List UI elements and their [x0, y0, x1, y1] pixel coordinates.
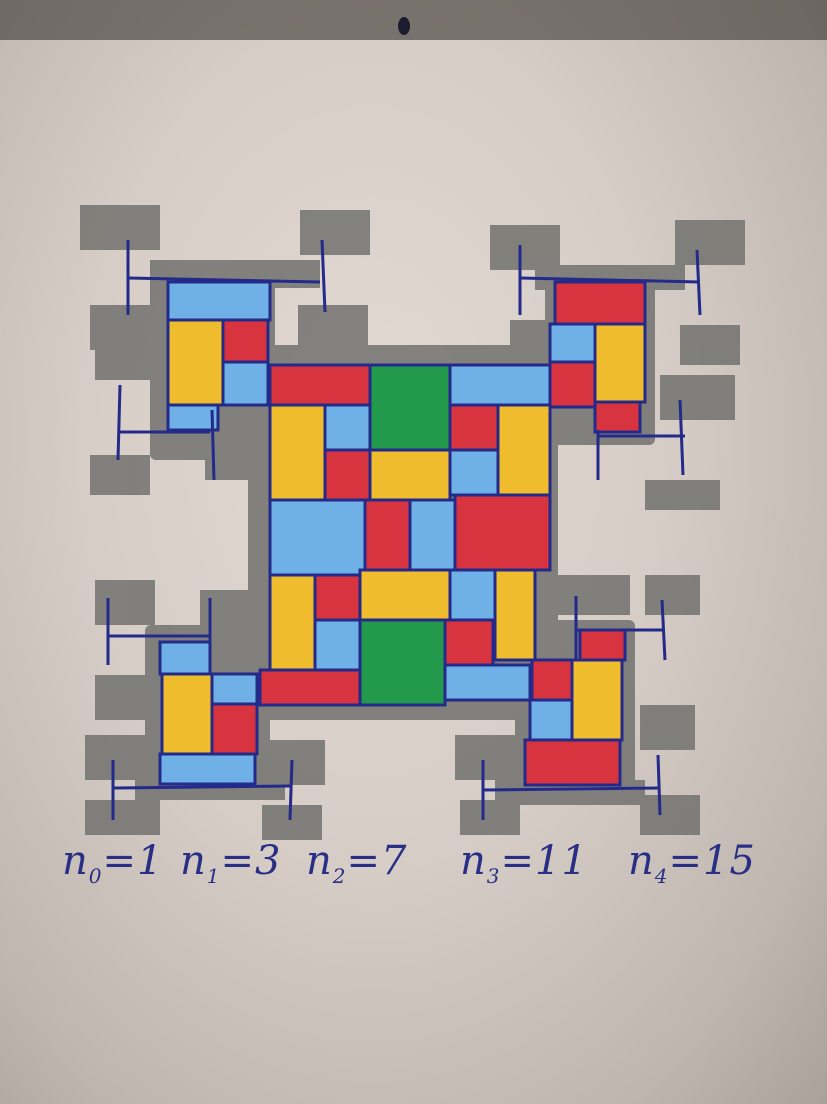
tile-43	[523, 738, 622, 787]
tile-31	[593, 322, 647, 404]
tile-17	[408, 498, 457, 572]
tile-22	[358, 568, 452, 622]
label-n2: n2=7	[306, 838, 408, 888]
tile-9	[323, 403, 372, 452]
tile-20	[313, 573, 362, 622]
tile-18	[453, 493, 552, 572]
label-n0: n0=1	[62, 838, 164, 888]
tile-23	[448, 568, 497, 622]
tile-13	[496, 403, 552, 497]
tile-4	[166, 403, 220, 432]
label-n1: n1=3	[180, 838, 282, 888]
top-shadow	[0, 0, 827, 40]
tile-3	[221, 360, 270, 407]
tile-24	[493, 568, 537, 662]
label-n4: n4=15	[628, 838, 756, 888]
tile-5	[268, 363, 372, 407]
tile-1	[166, 318, 225, 407]
tile-7	[448, 363, 552, 407]
colored-tiles	[158, 280, 647, 787]
tile-34	[158, 640, 212, 676]
tile-29	[553, 280, 647, 326]
tile-0	[166, 280, 272, 322]
tile-16	[363, 498, 412, 572]
tile-40	[530, 658, 574, 702]
tile-21	[313, 618, 362, 672]
tile-41	[570, 658, 624, 742]
tile-12	[448, 403, 500, 452]
tile-36	[210, 672, 259, 706]
ink-dot	[398, 17, 410, 35]
tile-30	[548, 322, 597, 364]
ink-h-tree-lines	[106, 239, 702, 821]
tile-37	[210, 702, 259, 756]
tile-25	[358, 618, 447, 707]
sequence-labels: n0=1 n1=3 n2=7 n3=11 n4=15	[0, 838, 827, 918]
tile-19	[268, 573, 317, 672]
tile-33	[593, 400, 642, 434]
tile-27	[443, 663, 532, 702]
tile-42	[528, 698, 574, 742]
tile-38	[158, 752, 257, 786]
tile-15	[268, 498, 367, 577]
tile-32	[548, 360, 597, 409]
tile-14	[448, 448, 500, 497]
tile-6	[368, 363, 452, 452]
label-n3: n3=11	[460, 838, 588, 888]
tile-28	[258, 668, 362, 707]
tile-11	[368, 448, 452, 502]
tile-8	[268, 403, 327, 502]
tile-10	[323, 448, 372, 502]
tile-26	[443, 618, 495, 667]
tile-35	[160, 672, 214, 756]
tile-39	[578, 628, 627, 662]
tile-2	[221, 318, 270, 364]
